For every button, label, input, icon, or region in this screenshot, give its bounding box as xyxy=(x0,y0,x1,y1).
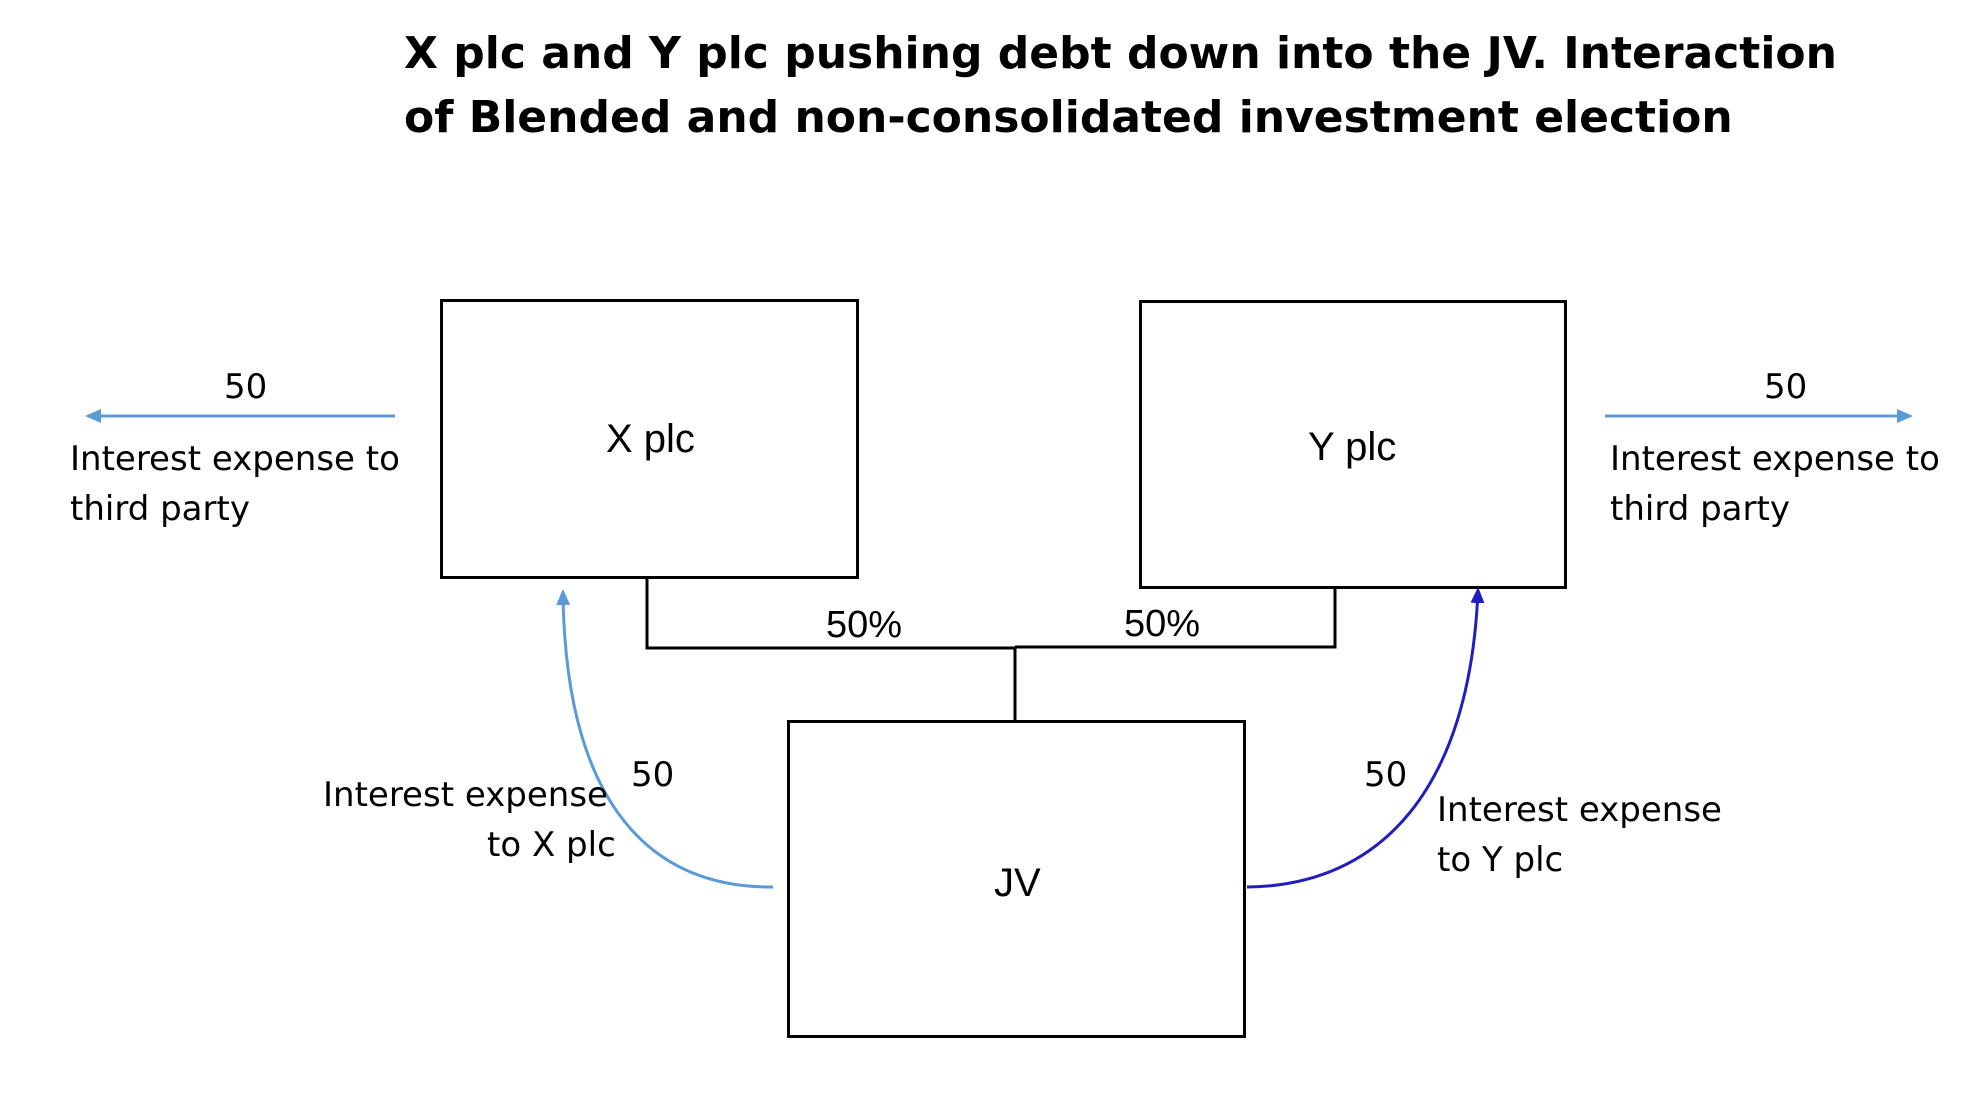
x-ownership-line xyxy=(645,577,1015,650)
y-third-party-label-line-2: third party xyxy=(1610,489,1790,529)
y-ownership-line xyxy=(1015,585,1337,649)
jv-box: JV xyxy=(787,720,1246,1038)
y-plc-label: Y plc xyxy=(1308,425,1397,469)
jv-to-x-arrow xyxy=(556,589,774,889)
x-plc-label: X plc xyxy=(606,417,695,461)
jv-to-y-label-line-2: to Y plc xyxy=(1437,840,1564,880)
y-third-party-label-line-1: Interest expense to xyxy=(1610,439,1940,479)
title-line-2: of Blended and non-consolidated investme… xyxy=(404,92,1733,143)
x-third-party-label-line-1: Interest expense to xyxy=(70,439,400,479)
jv-to-y-arrow xyxy=(1246,587,1485,889)
jv-label: JV xyxy=(994,861,1041,905)
x-third-party-amount: 50 xyxy=(224,367,268,407)
jv-to-x-amount: 50 xyxy=(631,755,675,795)
x-third-party-label-line-2: third party xyxy=(70,489,250,529)
title-line-1: X plc and Y plc pushing debt down into t… xyxy=(404,28,1837,79)
y-plc-box: Y plc xyxy=(1139,300,1567,589)
y-ownership-percent: 50% xyxy=(1124,603,1201,645)
jv-to-x-label-line-2: to X plc xyxy=(487,825,616,865)
jv-to-y-amount: 50 xyxy=(1364,755,1408,795)
jv-to-x-label-line-1: Interest expense xyxy=(323,775,608,815)
y-third-party-amount: 50 xyxy=(1764,367,1808,407)
x-ownership-percent: 50% xyxy=(826,604,903,646)
jv-to-y-label-line-1: Interest expense xyxy=(1437,790,1722,830)
x-plc-box: X plc xyxy=(440,299,859,579)
diagram-title: X plc and Y plc pushing debt down into t… xyxy=(404,22,1837,150)
